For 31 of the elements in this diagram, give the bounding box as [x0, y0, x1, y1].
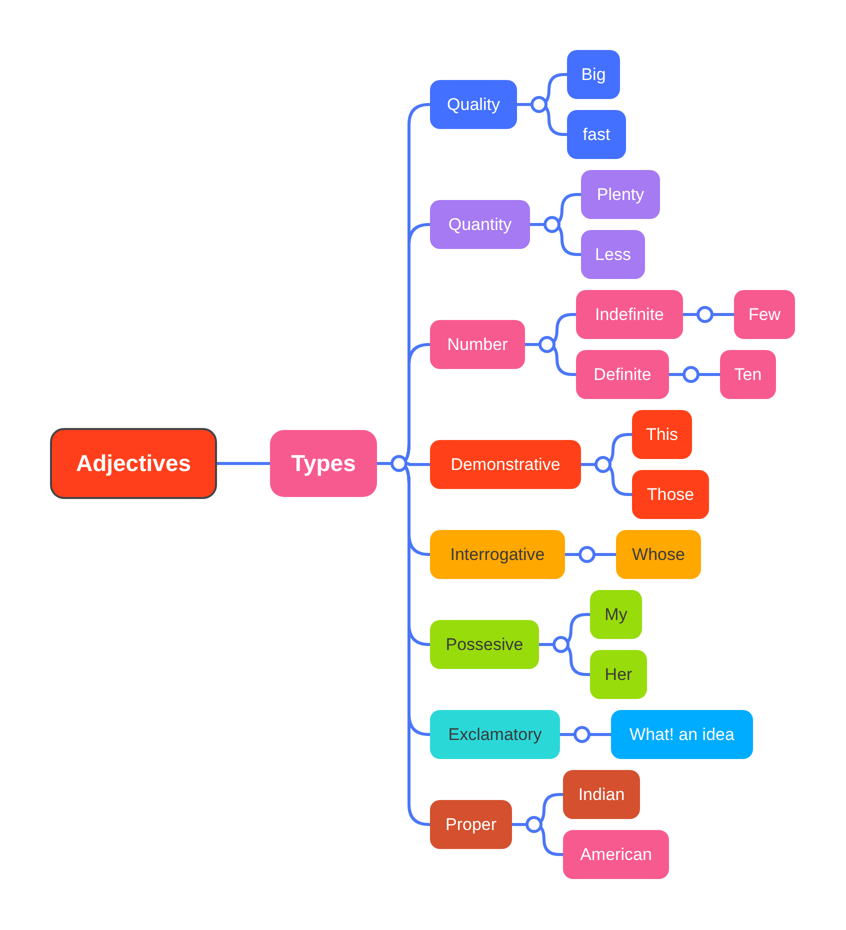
topic-box: Number — [430, 320, 525, 369]
topic-box: Demonstrative — [430, 440, 581, 489]
subtopic-box: Indefinite — [576, 290, 683, 339]
connector-line — [683, 313, 734, 316]
subtopic-box: Whose — [616, 530, 701, 579]
subtopic-box: fast — [567, 110, 626, 159]
subtopic-box: Big — [567, 50, 620, 99]
connector-line — [560, 733, 611, 736]
topic-box: Exclamatory — [430, 710, 560, 759]
subtopic-box: Less — [581, 230, 645, 279]
topic-box: Quantity — [430, 200, 530, 249]
subtopic-box: This — [632, 410, 692, 459]
topic-box: Proper — [430, 800, 512, 849]
subtopic-box: Indian — [563, 770, 640, 819]
subtopic-box: Plenty — [581, 170, 660, 219]
subtopic-box: What! an idea — [611, 710, 753, 759]
subtopic-box: Her — [590, 650, 647, 699]
connector-line — [565, 553, 616, 556]
topic-box: Quality — [430, 80, 517, 129]
connector-line — [217, 462, 270, 465]
topic-box: Interrogative — [430, 530, 565, 579]
topic-box: Possesive — [430, 620, 539, 669]
subtopic-box: My — [590, 590, 642, 639]
subtopic-box: Definite — [576, 350, 669, 399]
subtopic-box: Ten — [720, 350, 776, 399]
subtopic-box: Few — [734, 290, 795, 339]
root-topic-box: Adjectives — [50, 428, 217, 499]
connector-line — [669, 373, 720, 376]
main-topic-box: Types — [270, 430, 377, 497]
subtopic-box: American — [563, 830, 669, 879]
subtopic-box: Those — [632, 470, 709, 519]
